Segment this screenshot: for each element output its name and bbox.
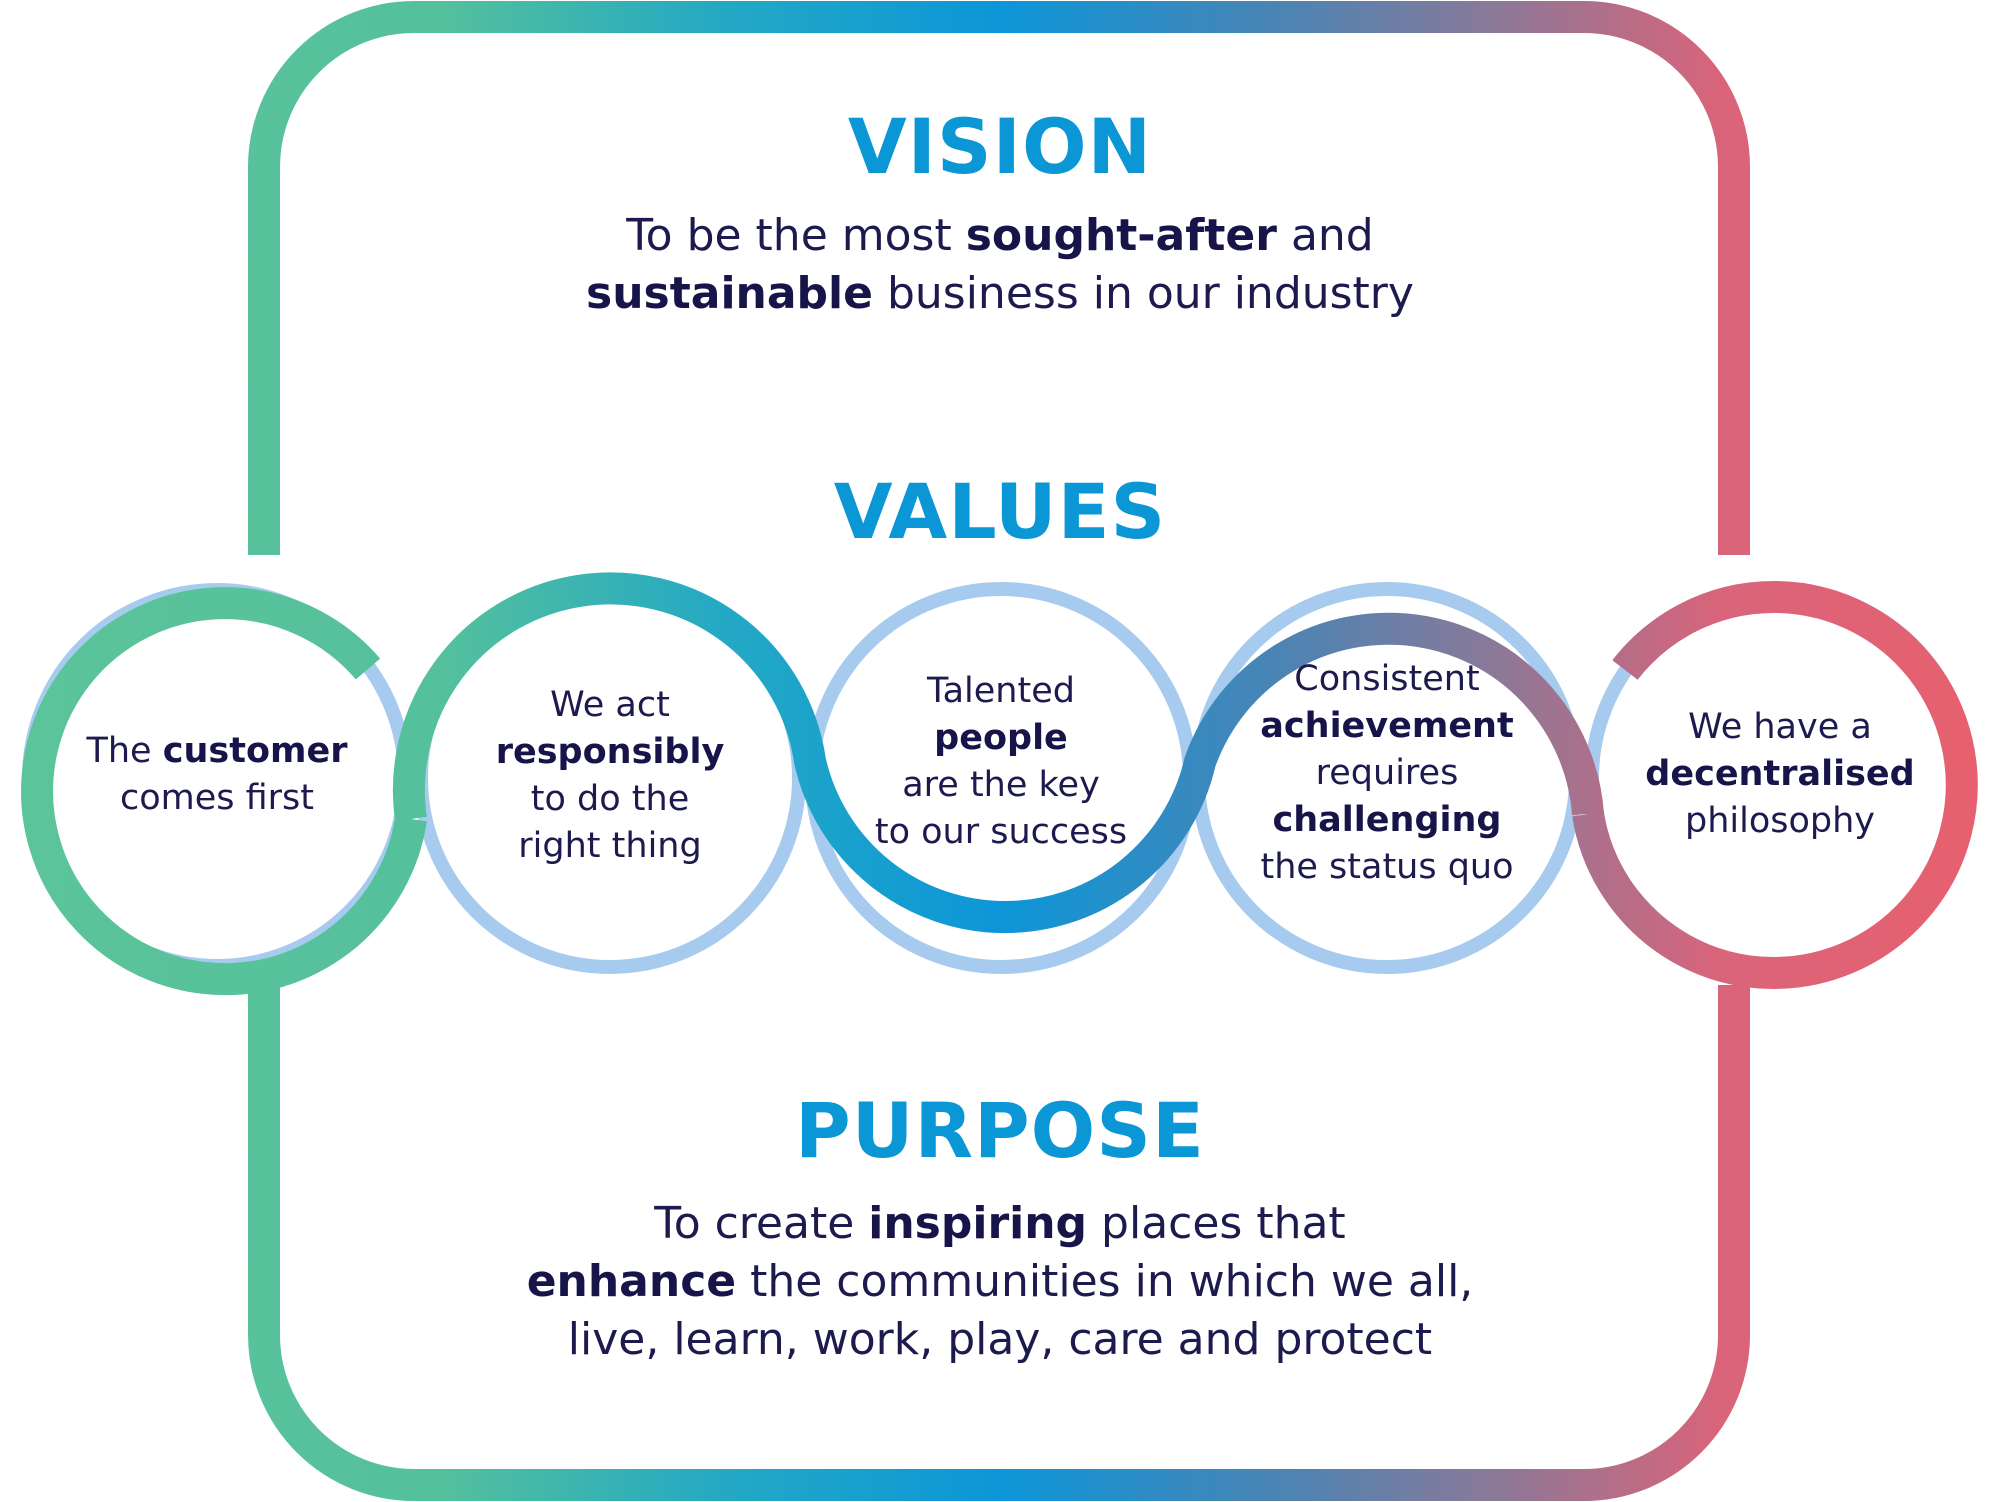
wave-left-loop — [21, 587, 427, 996]
value-4-line-4: challenging — [1227, 797, 1547, 844]
value-4-line-1: Consistent — [1294, 659, 1480, 699]
wave-main — [392, 572, 1604, 934]
vision-line-1-text-c: and — [1276, 210, 1374, 261]
purpose-line-3: live, learn, work, play, care and protec… — [567, 1314, 1433, 1365]
value-5-line-2-bold: decentralised — [1645, 754, 1915, 794]
value-3-line-2-bold: people — [934, 718, 1068, 758]
value-customer: The customer comes first — [57, 728, 377, 822]
value-3-line-1: Talented — [927, 671, 1075, 711]
wave-right-loop — [1572, 580, 1978, 989]
purpose-line-2-bold: enhance — [526, 1256, 737, 1307]
purpose-line-2-text-c: the communities in which we all, — [736, 1256, 1474, 1307]
value-3-line-4: to our success — [874, 812, 1128, 852]
purpose-statement: To create inspiring places that enhance … — [0, 1195, 2000, 1369]
value-4-line-5: the status quo — [1260, 847, 1514, 887]
value-1-line-1: The customer — [57, 728, 377, 775]
value-5-line-1: We have a — [1688, 707, 1872, 747]
value-1-line-2: comes first — [119, 778, 315, 818]
value-people: Talented people are the key to our succe… — [841, 668, 1161, 856]
vision-statement: To be the most sought-after and sustaina… — [0, 207, 2000, 323]
purpose-line-1-text-a: To create — [654, 1198, 869, 1249]
vision-heading: VISION — [847, 102, 1153, 191]
value-2-line-4: right thing — [518, 826, 702, 866]
vision-line-1-bold: sought-after — [965, 210, 1277, 261]
value-responsibly: We act responsibly to do the right thing — [450, 682, 770, 870]
vision-line-2: sustainable business in our industry — [0, 265, 2000, 323]
value-1-line-1-text: The — [86, 731, 163, 771]
value-4-line-4-bold: challenging — [1272, 800, 1502, 840]
value-2-line-2-bold: responsibly — [495, 732, 725, 772]
value-3-line-3: are the key — [902, 765, 1100, 805]
purpose-heading: PURPOSE — [795, 1086, 1205, 1175]
purpose-line-1: To create inspiring places that — [0, 1195, 2000, 1253]
value-2-line-1: We act — [550, 685, 670, 725]
gradient-wave — [21, 572, 1978, 996]
value-achievement: Consistent achievement requires challeng… — [1227, 656, 1547, 891]
value-3-line-2: people — [841, 715, 1161, 762]
value-5-line-3: philosophy — [1684, 801, 1876, 841]
value-2-line-2: responsibly — [450, 729, 770, 776]
purpose-line-1-text-c: places that — [1087, 1198, 1346, 1249]
vision-line-2-text-c: business in our industry — [872, 268, 1414, 319]
value-5-line-2: decentralised — [1620, 751, 1940, 798]
vision-line-1-text-a: To be the most — [626, 210, 966, 261]
value-4-line-3: requires — [1315, 753, 1459, 793]
vision-line-1: To be the most sought-after and — [0, 207, 2000, 265]
values-heading: VALUES — [833, 467, 1167, 556]
purpose-line-2: enhance the communities in which we all, — [0, 1253, 2000, 1311]
vision-line-2-bold: sustainable — [586, 268, 873, 319]
value-2-line-3: to do the — [530, 779, 690, 819]
value-4-line-2: achievement — [1227, 703, 1547, 750]
value-4-line-2-bold: achievement — [1260, 706, 1514, 746]
purpose-line-1-bold: inspiring — [868, 1198, 1088, 1249]
value-1-line-1-bold: customer — [162, 731, 348, 771]
value-decentralised: We have a decentralised philosophy — [1620, 704, 1940, 845]
